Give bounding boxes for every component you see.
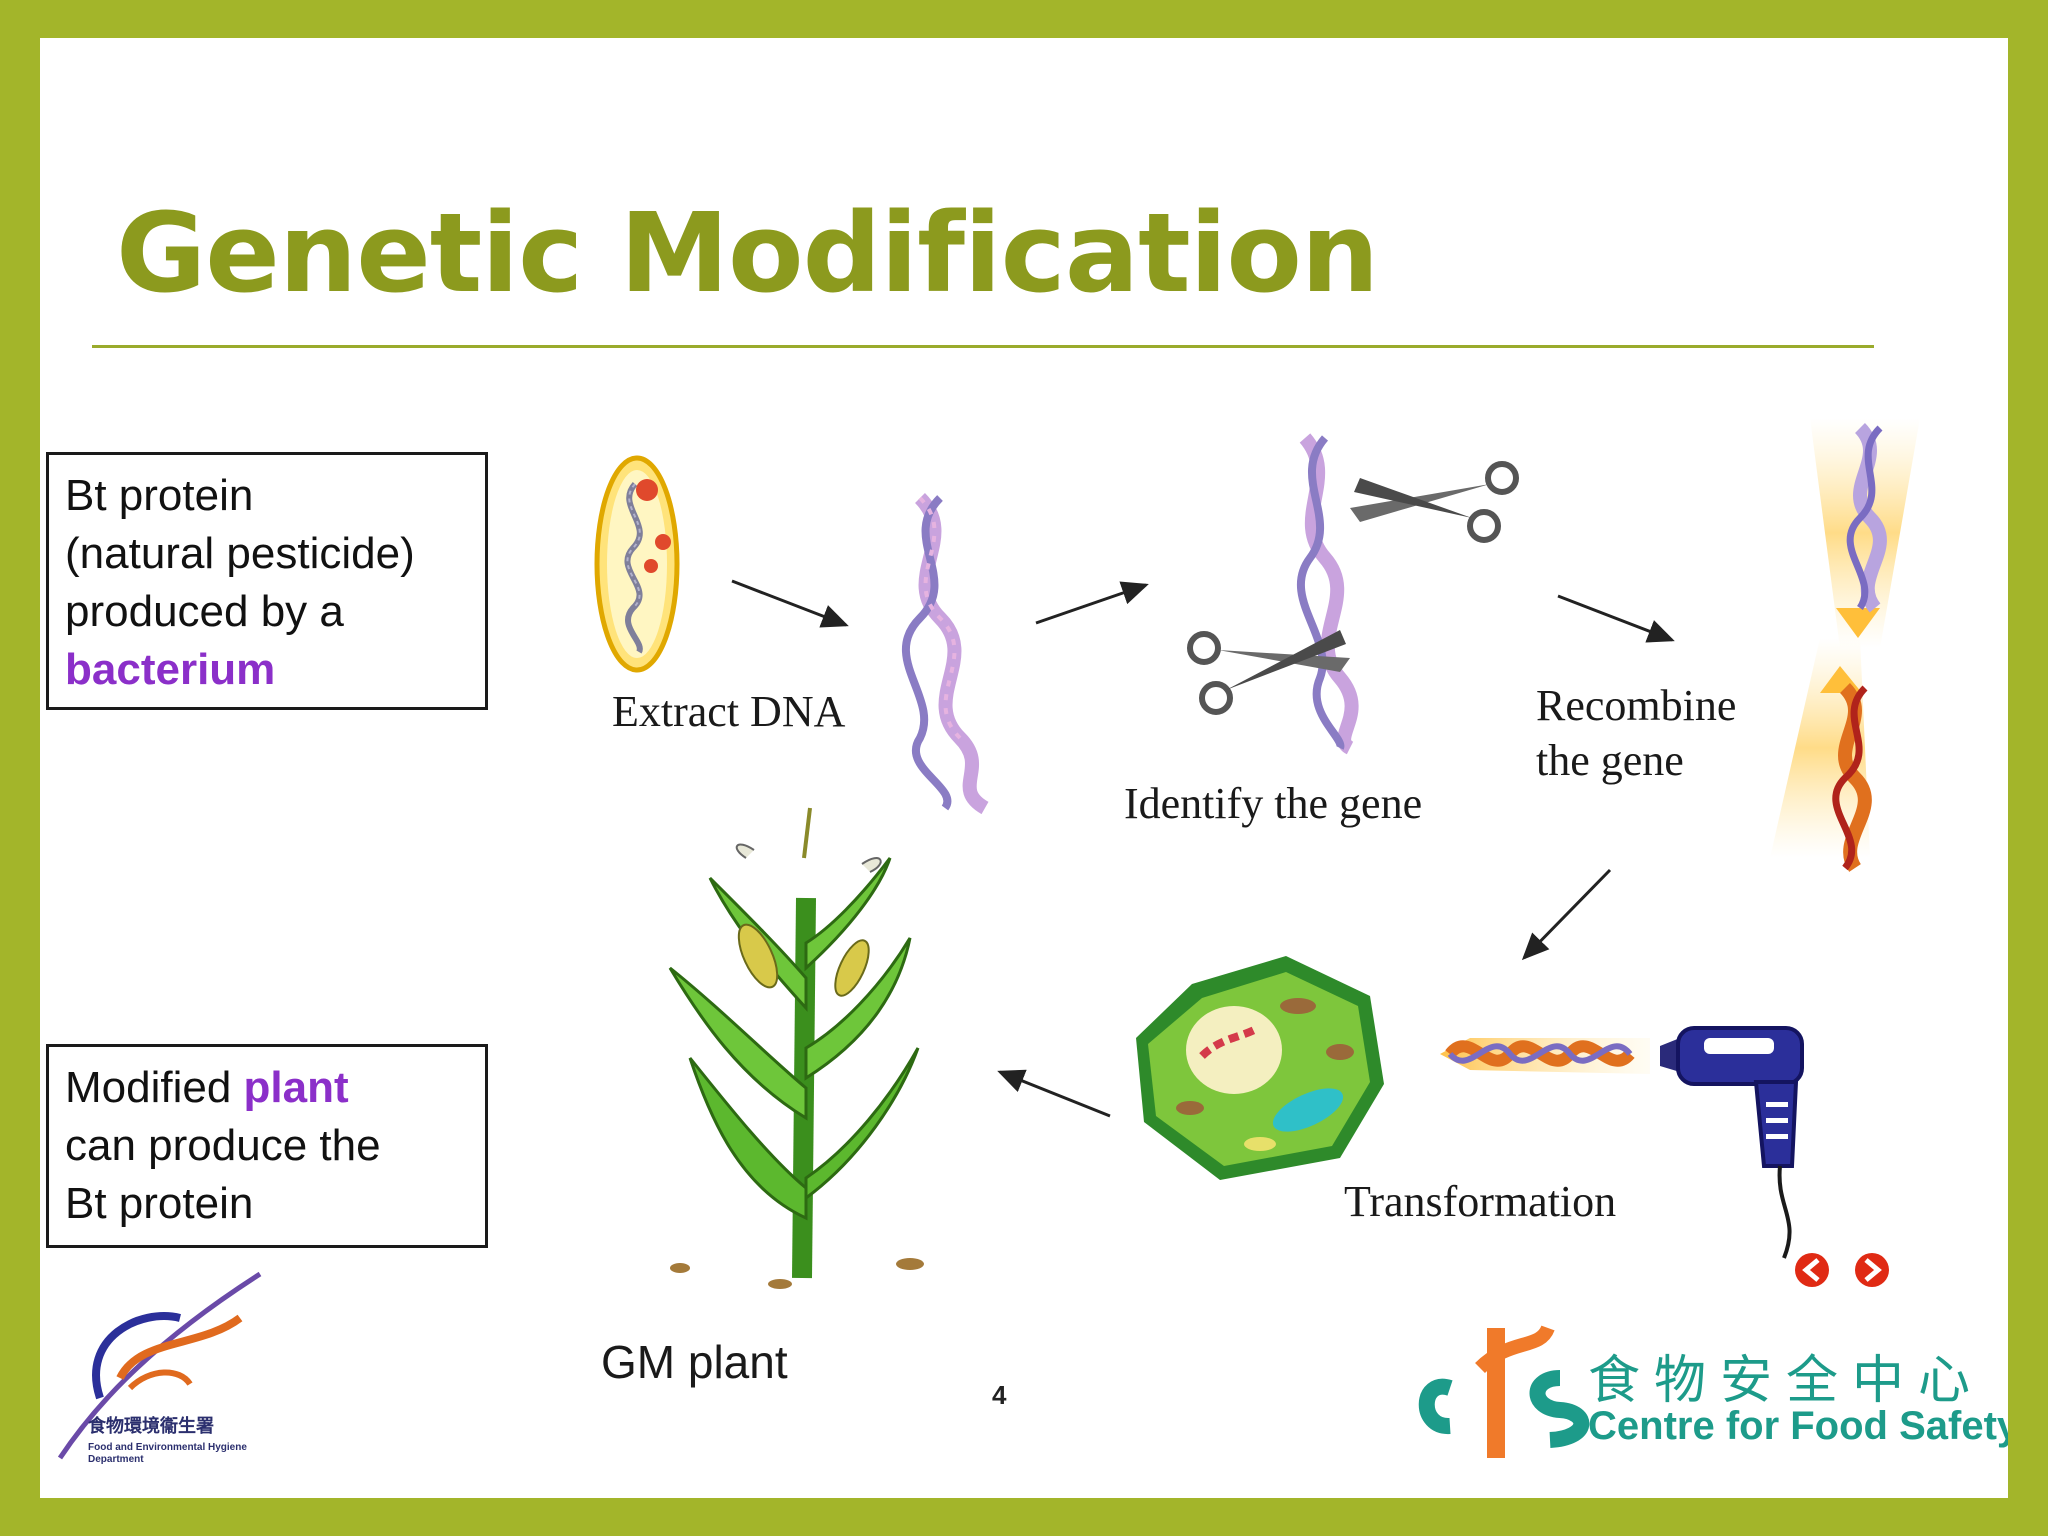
recombinant-dna-icon bbox=[1770, 418, 1920, 872]
step-label-recombine: Recombine the gene bbox=[1536, 678, 1736, 788]
scissors-icon bbox=[1350, 461, 1519, 543]
callout-line: Bt protein bbox=[65, 471, 254, 520]
bacterium-icon bbox=[594, 455, 680, 673]
callout-highlight: bacterium bbox=[65, 645, 276, 694]
callout-line: (natural pesticide) bbox=[65, 529, 415, 578]
fehd-logo-chinese: 食物環境衞生署 bbox=[88, 1416, 214, 1436]
flow-arrow bbox=[731, 579, 849, 628]
diagram-artwork bbox=[57, 418, 1920, 1460]
cfs-logo-english: Centre for Food Safety bbox=[1588, 1404, 2008, 1448]
gene-gun-icon bbox=[1440, 1026, 1804, 1259]
step-label-line: Recombine bbox=[1536, 681, 1737, 730]
step-label-transformation: Transformation bbox=[1344, 1177, 1617, 1226]
callout-prefix: Modified bbox=[65, 1063, 244, 1112]
next-slide-icon[interactable] bbox=[1855, 1253, 1889, 1287]
callout-line: Bt protein bbox=[65, 1179, 254, 1228]
flow-arrow bbox=[1521, 868, 1612, 961]
slide: Genetic Modification bbox=[40, 38, 2008, 1498]
dna-strand-icon bbox=[1296, 433, 1359, 755]
page-number: 4 bbox=[992, 1380, 1007, 1410]
dna-strand-icon bbox=[902, 493, 989, 815]
callout-line: Modified plant bbox=[65, 1059, 469, 1117]
flow-arrow bbox=[1035, 581, 1149, 625]
corn-plant-icon bbox=[668, 807, 924, 1289]
step-label-line: the gene bbox=[1536, 736, 1684, 785]
step-label-identify: Identify the gene bbox=[1124, 779, 1423, 828]
callout-line: can produce the bbox=[65, 1121, 381, 1170]
flow-arrow bbox=[997, 1069, 1111, 1118]
callout-bt-protein: Bt protein (natural pesticide) produced … bbox=[46, 452, 488, 710]
prev-slide-icon[interactable] bbox=[1795, 1253, 1829, 1287]
flow-arrow bbox=[1557, 594, 1675, 643]
scissors-icon bbox=[1187, 630, 1350, 715]
step-label-gm-plant: GM plant bbox=[601, 1336, 788, 1388]
page-title: Genetic Modification bbox=[116, 189, 1379, 317]
title-divider bbox=[92, 345, 1874, 348]
cfs-logo bbox=[1418, 1324, 1590, 1458]
fehd-logo-english: Food and Environmental Hygiene Departmen… bbox=[88, 1442, 247, 1465]
callout-modified-plant: Modified plant can produce the Bt protei… bbox=[46, 1044, 488, 1248]
callout-line: produced by a bbox=[65, 587, 344, 636]
step-label-extract: Extract DNA bbox=[612, 687, 846, 736]
callout-highlight: plant bbox=[243, 1063, 349, 1112]
fehd-logo bbox=[57, 1271, 262, 1460]
plant-cell-icon bbox=[1136, 956, 1384, 1180]
cfs-logo-chinese: 食物安全中心 bbox=[1588, 1352, 1985, 1410]
